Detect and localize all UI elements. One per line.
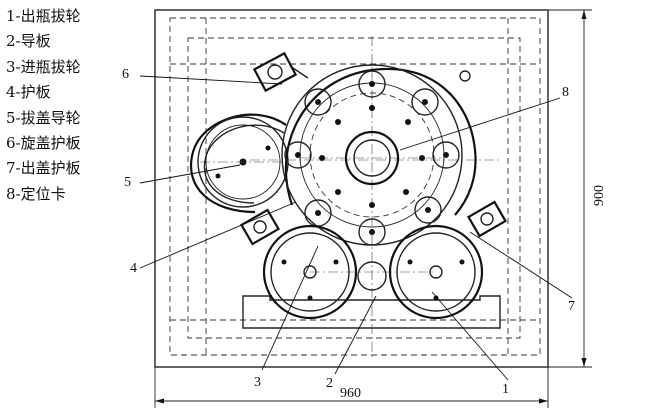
callout-1: 1 (502, 382, 509, 397)
callout-7: 7 (568, 299, 575, 314)
cap-guide-wheel-guard (190, 113, 287, 214)
legend-item-3: 3-进瓶拔轮 (6, 57, 81, 76)
legend-item-7: 7-出盖护板 (6, 159, 81, 178)
outfeed-pocket (433, 295, 439, 301)
dimension-height (548, 9, 592, 368)
legend-item-2: 2-导板 (6, 32, 51, 51)
guard-bracket-left (240, 208, 280, 246)
callout-2: 2 (326, 376, 333, 391)
legend-item-4: 4-护板 (6, 83, 51, 102)
dimension-width-label: 960 (340, 386, 361, 401)
legend-item-6: 6-旋盖护板 (6, 134, 81, 153)
legend: 1-出瓶拔轮 2-导板 3-进瓶拔轮 4-护板 5-拔盖导轮 6-旋盖护板 7-… (6, 4, 134, 207)
capping-guard-bracket (252, 51, 309, 93)
infeed-pocket (281, 259, 287, 265)
cap-guide-wheel-pocket (265, 145, 271, 151)
guard-bracket-right (467, 200, 507, 238)
turret-pockets (284, 70, 460, 246)
callout-5: 5 (124, 175, 131, 190)
main-turret-guard (284, 67, 477, 216)
outfeed-pocket (407, 259, 413, 265)
guide-plate-wheel (357, 261, 387, 291)
callout-4: 4 (130, 261, 137, 276)
legend-item-5: 5-拔盖导轮 (6, 108, 81, 127)
positioning-pin (459, 70, 471, 82)
dimension-height-label: 900 (592, 185, 607, 206)
legend-item-8: 8-定位卡 (6, 184, 66, 203)
infeed-pocket (333, 259, 339, 265)
main-turret-dashed-ring (309, 92, 435, 218)
dimension-width (154, 367, 549, 408)
cap-guide-wheel-pocket (215, 173, 221, 179)
base-plate (154, 9, 549, 368)
turret-studs (319, 105, 425, 208)
guide-frame-outer (169, 17, 541, 356)
cap-guide-wheel-guard-inner (203, 124, 285, 204)
leader-lines (139, 75, 573, 381)
infeed-pocket (307, 295, 313, 301)
legend-item-1: 1-出瓶拔轮 (6, 7, 81, 25)
guide-frame-inner (187, 37, 521, 339)
bottom-bar (242, 295, 501, 329)
callout-8: 8 (562, 85, 569, 100)
callout-6: 6 (122, 67, 129, 82)
cap-guide-wheel (197, 116, 289, 208)
outfeed-star-wheel-hub (429, 265, 443, 279)
outfeed-pocket (459, 259, 465, 265)
callout-3: 3 (254, 375, 261, 390)
